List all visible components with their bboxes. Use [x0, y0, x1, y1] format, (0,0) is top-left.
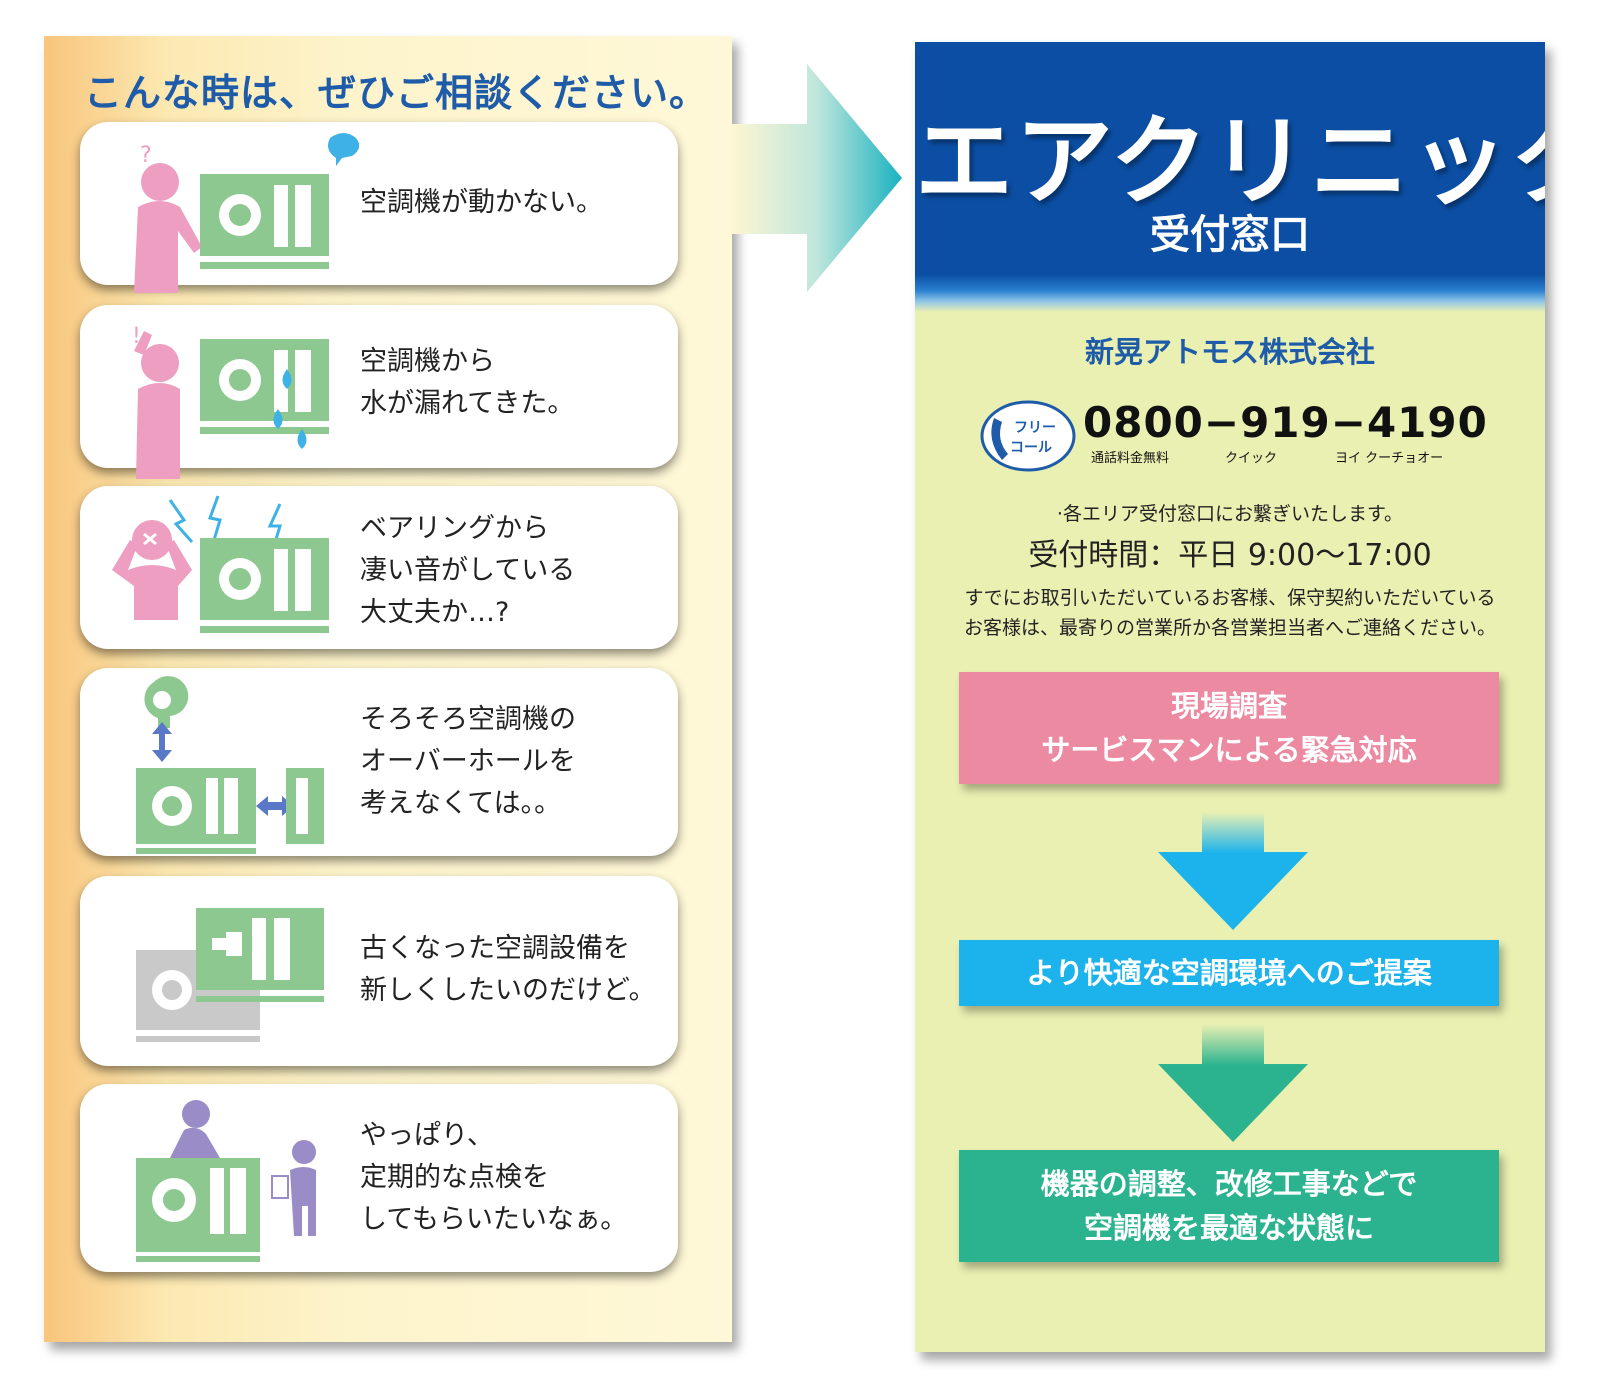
concern-text-line: オーバーホールを: [360, 746, 576, 777]
phone-caption-quick: クイック: [1225, 451, 1278, 466]
free-call-label-2: コール: [1010, 440, 1052, 456]
step-adjustment-repair: 機器の調整、改修工事などで 空調機を最適な状態に: [959, 1150, 1499, 1262]
confused-person-with-ac-icon: ?: [134, 133, 360, 293]
phone-caption-free: 通話料金無料: [1091, 451, 1170, 466]
concern-text-line: 定期的な点検を: [360, 1162, 549, 1193]
down-arrow-icon: [1158, 1024, 1308, 1142]
concern-card-overhaul: そろそろ空調機の オーバーホールを 考えなくては。。: [80, 668, 678, 856]
existing-customer-line: お客様は、最寄りの営業所か各営業担当者へご連絡ください。: [963, 617, 1496, 639]
surprised-person-leaking-ac-icon: !: [132, 324, 329, 479]
ac-overhaul-icon: [136, 676, 324, 854]
concern-card-not-working: ? 空調機が動かない。: [80, 122, 678, 293]
step-site-survey: 現場調査 サービスマンによる緊急対応: [959, 672, 1499, 784]
concern-text-line: そろそろ空調機の: [360, 704, 576, 735]
concern-card-bearing-noise: ベアリングから 凄い音がしている 大丈夫か…?: [80, 486, 678, 649]
right-arrow-icon: [732, 64, 902, 292]
ac-inspection-icon: [136, 1100, 316, 1262]
concern-text-line: ベアリングから: [360, 513, 549, 544]
existing-customer-line: すでにお取引いただいているお客様、保守契約いただいている: [964, 587, 1496, 609]
company-name: 新晃アトモス株式会社: [1084, 335, 1375, 369]
concern-text-line: 空調機から: [360, 346, 495, 377]
concern-card-inspection: やっぱり、 定期的な点検を してもらいたいなぁ。: [80, 1084, 678, 1272]
down-arrow-icon: [1158, 812, 1308, 930]
concern-text-line: やっぱり、: [360, 1120, 494, 1151]
distressed-person-noisy-ac-icon: [112, 495, 329, 633]
svg-text:!: !: [132, 324, 141, 349]
concern-card-water-leak: ! 空調機から 水が漏れてきた。: [80, 305, 678, 479]
area-note: ·各エリア受付窓口にお繋ぎいたします。: [1056, 503, 1404, 525]
business-hours: 受付時間：平日 9:00〜17:00: [1028, 538, 1432, 573]
step-text-line: より快適な空調環境へのご提案: [1026, 956, 1432, 990]
free-call-icon: フリー コール: [980, 400, 1076, 472]
svg-text:?: ?: [140, 143, 152, 168]
concern-text-line: 大丈夫か…?: [360, 597, 510, 628]
concern-text-line: 水が漏れてきた。: [360, 388, 575, 419]
brand-header: エアクリニック 受付窓口: [915, 42, 1545, 312]
concern-card-replacement: 古くなった空調設備を 新しくしたいのだけど。: [80, 876, 678, 1066]
step-text-line: サービスマンによる緊急対応: [1041, 733, 1417, 767]
brand-title: エアクリニック: [915, 105, 1545, 219]
existing-customer-note: すでにお取引いただいているお客様、保守契約いただいている お客様は、最寄りの営業…: [915, 583, 1545, 643]
concern-text-line: 古くなった空調設備を: [360, 933, 630, 964]
brand-subtitle: 受付窓口: [1150, 212, 1310, 258]
concern-text-line: してもらいたいなぁ。: [360, 1204, 628, 1235]
concern-text-line: 新しくしたいのだけど。: [360, 975, 656, 1006]
air-clinic-panel: エアクリニック 受付窓口 新晃アトモス株式会社 フリー コール 0800−919…: [915, 42, 1545, 1352]
concern-text-line: 考えなくては。。: [360, 788, 562, 819]
phone-caption-yoi: ヨイ クーチョオー: [1335, 451, 1444, 466]
step-text-line: 空調機を最適な状態に: [1083, 1211, 1374, 1245]
concern-text-line: 凄い音がしている: [360, 555, 576, 586]
concerns-panel: こんな時は、ぜひご相談ください。 ? 空調機が動かない。 !: [44, 36, 732, 1342]
step-text-line: 現場調査: [1170, 689, 1287, 723]
step-text-line: 機器の調整、改修工事などで: [1040, 1167, 1418, 1201]
free-call-label-1: フリー: [1014, 420, 1056, 436]
concerns-title: こんな時は、ぜひご相談ください。: [84, 71, 709, 115]
phone-number[interactable]: 0800−919−4190: [1083, 398, 1488, 447]
step-proposal: より快適な空調環境へのご提案: [959, 940, 1499, 1006]
ac-replacement-icon: [136, 908, 324, 1042]
concern-text-line: 空調機が動かない。: [360, 187, 603, 218]
